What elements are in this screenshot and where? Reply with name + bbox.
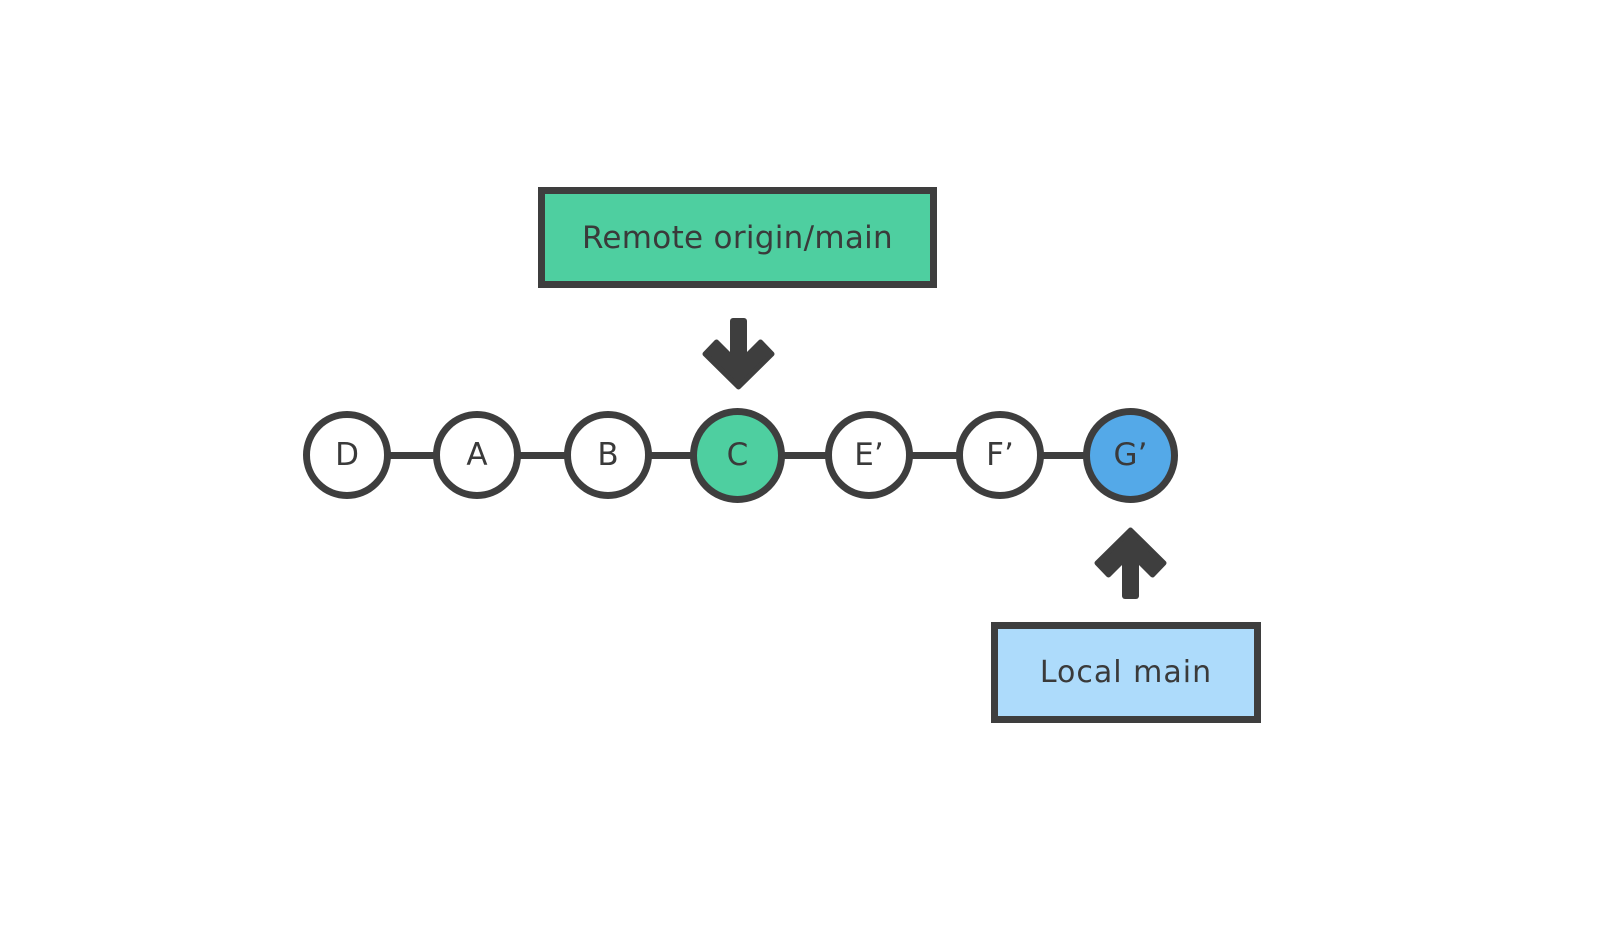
commit-node-e-prime[interactable]: E’ [825,411,913,499]
commit-node-d[interactable]: D [303,411,391,499]
commit-node-label: B [597,436,619,473]
arrow-up-icon [1094,527,1167,599]
commit-node-label: D [335,436,359,473]
connector-e-f [906,452,968,459]
commit-node-label: C [726,437,749,473]
commit-node-g-prime[interactable]: G’ [1083,408,1178,503]
connector-a-b [516,452,579,459]
commit-node-label: F’ [986,436,1014,473]
commit-node-label: A [466,436,488,473]
connector-f-g [1036,452,1092,459]
commit-node-label: E’ [854,436,884,473]
remote-branch-label-text: Remote origin/main [581,219,894,256]
local-branch-label-box[interactable]: Local main [991,622,1261,723]
connector-c-e [775,452,835,459]
connector-b-c [646,452,701,459]
commit-node-label: G’ [1113,437,1148,473]
commit-node-a[interactable]: A [433,411,521,499]
commit-node-c[interactable]: C [690,408,785,503]
commit-node-b[interactable]: B [564,411,652,499]
arrow-down-icon [702,318,775,390]
local-branch-label-text: Local main [1039,655,1213,690]
remote-branch-label-box[interactable]: Remote origin/main [538,187,937,288]
connector-d-a [385,452,450,459]
commit-node-f-prime[interactable]: F’ [956,411,1044,499]
